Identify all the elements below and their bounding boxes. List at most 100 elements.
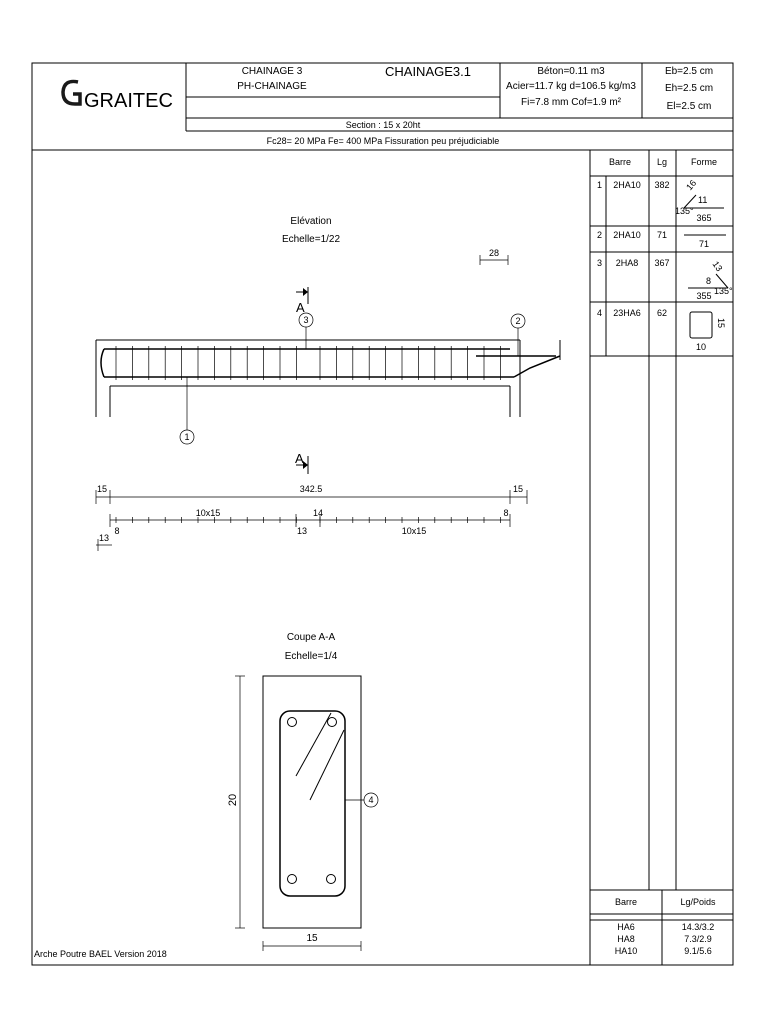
element-name: CHAINAGE 3 — [242, 66, 303, 77]
shape3-hook: 13 — [710, 259, 724, 273]
row-length: 382 — [654, 180, 669, 190]
dim-total-text: 342.5 — [300, 484, 323, 494]
element-id: CHAINAGE3.1 — [385, 64, 471, 79]
table-header-forme: Forme — [691, 157, 717, 167]
bar-table: Barre Lg Forme 1 2HA10 382 16 11 135° 36… — [589, 150, 733, 965]
dimension-line-spacing: 10x15 14 10x15 8 8 13 — [109, 508, 511, 536]
dim-13-mid-text: 13 — [297, 526, 307, 536]
callout-3: 3 — [298, 312, 314, 349]
spacing-mid-text: 14 — [313, 508, 323, 518]
section-width-text: 15 — [306, 933, 318, 944]
summary-value: 14.3/3.2 — [682, 922, 715, 932]
element-type: PH-CHAINAGE — [237, 81, 307, 92]
summary-value: 7.3/2.9 — [684, 934, 712, 944]
dim-left-text: 15 — [97, 484, 107, 494]
table-header-lg: Lg — [657, 157, 667, 167]
shape4-w: 10 — [696, 342, 706, 352]
fissure-info: Fi=7.8 mm Cof=1.9 m² — [521, 97, 622, 108]
summary-table: Barre Lg/Poids HA6 14.3/3.2 HA8 7.3/2.9 … — [590, 889, 733, 965]
materials-line: Fc28= 20 MPa Fe= 400 MPa Fissuration peu… — [267, 136, 500, 146]
shape1-hook: 16 — [684, 178, 698, 192]
stirrup-group — [115, 346, 501, 380]
section-view: Coupe A-A Echelle=1/4 4 20 15 — [227, 632, 379, 951]
row-length: 71 — [657, 230, 667, 240]
table-header-barre: Barre — [609, 157, 631, 167]
cut-marker-top: A — [296, 287, 309, 315]
shape3-angle: 135° — [714, 286, 733, 296]
graitec-logo-icon — [61, 79, 82, 106]
callout-4: 4 — [345, 792, 379, 808]
section-height-text: 20 — [227, 794, 239, 806]
cut-marker-bottom: A — [295, 451, 309, 474]
acier-weight: Acier=11.7 kg d=106.5 kg/m3 — [506, 81, 636, 92]
spacing-tick-group — [115, 517, 501, 523]
bar-shape-1: 16 11 135° 365 — [675, 178, 724, 223]
table-row: 4 23HA6 62 15 10 — [597, 308, 726, 352]
section-concrete — [262, 675, 362, 929]
beton-volume: Béton=0.11 m3 — [537, 66, 605, 77]
shape1-small: 11 — [698, 195, 707, 205]
dim-right-text: 15 — [513, 484, 523, 494]
row-number: 2 — [597, 230, 602, 240]
bar-shape-3: 13 8 355 135° — [688, 259, 733, 301]
summary-bar: HA10 — [615, 946, 638, 956]
cut-label-bottom: A — [295, 451, 304, 466]
callout-1-text: 1 — [184, 432, 189, 442]
row-bar: 2HA10 — [613, 230, 641, 240]
stirrup-section — [279, 710, 346, 897]
row-length: 62 — [657, 308, 667, 318]
row-bar: 2HA10 — [613, 180, 641, 190]
graitec-logo: GRAITEC — [61, 79, 173, 112]
summary-bar: HA8 — [617, 934, 635, 944]
summary-bar: HA6 — [617, 922, 635, 932]
cover-el: El=2.5 cm — [667, 101, 712, 112]
rebar-top-right — [327, 717, 337, 727]
bar-shape-4: 15 10 — [689, 311, 726, 352]
row-number: 3 — [597, 258, 602, 268]
shape1-angle: 135° — [675, 206, 694, 216]
elevation-view: Elévation Echelle=1/22 28 A A — [95, 216, 561, 551]
table-row: 3 2HA8 367 13 8 355 135° — [597, 258, 733, 301]
spacing-right-text: 10x15 — [402, 526, 427, 536]
shape3-length: 355 — [696, 291, 711, 301]
row-number: 4 — [597, 308, 602, 318]
row-length: 367 — [654, 258, 669, 268]
shape3-small: 8 — [706, 276, 711, 286]
row-bar: 23HA6 — [613, 308, 641, 318]
anchorage-dimension: 28 — [479, 248, 509, 265]
row-number: 1 — [597, 180, 602, 190]
section-size: Section : 15 x 20ht — [346, 120, 421, 130]
cut-label-top: A — [296, 300, 305, 315]
dim-13-left-text: 13 — [99, 533, 109, 543]
cover-eh: Eh=2.5 cm — [665, 83, 713, 94]
section-height-dim: 20 — [227, 675, 245, 929]
beam-outline — [95, 339, 561, 417]
summary-value: 9.1/5.6 — [684, 946, 712, 956]
rebar-bottom-left — [287, 874, 297, 884]
bar-shape-2: 71 — [684, 234, 726, 249]
dimension-line-13: 13 — [96, 533, 112, 551]
callout-4-text: 4 — [368, 795, 373, 805]
summary-header-lgpoids: Lg/Poids — [680, 897, 716, 907]
table-row: 2 2HA10 71 71 — [597, 230, 726, 249]
elevation-scale: Echelle=1/22 — [282, 234, 341, 245]
section-width-dim: 15 — [262, 933, 362, 951]
section-title: Coupe A-A — [287, 632, 336, 643]
section-scale: Echelle=1/4 — [285, 651, 338, 662]
longitudinal-bars — [100, 348, 561, 378]
row-bar: 2HA8 — [616, 258, 639, 268]
cover-eb: Eb=2.5 cm — [665, 66, 713, 77]
elevation-title: Elévation — [290, 216, 331, 227]
title-block: GRAITEC CHAINAGE 3 PH-CHAINAGE CHAINAGE3… — [31, 62, 734, 966]
footer-version: Arche Poutre BAEL Version 2018 — [34, 949, 167, 959]
rebar-bottom-right — [326, 874, 336, 884]
callout-2: 2 — [510, 313, 526, 356]
shape1-length: 365 — [696, 213, 711, 223]
logo-text: GRAITEC — [84, 90, 173, 112]
summary-header-barre: Barre — [615, 897, 637, 907]
spacing-left-text: 10x15 — [196, 508, 221, 518]
dim-8-right-text: 8 — [503, 508, 508, 518]
dim-8-left-text: 8 — [114, 526, 119, 536]
anchorage-dim-text: 28 — [489, 248, 499, 258]
